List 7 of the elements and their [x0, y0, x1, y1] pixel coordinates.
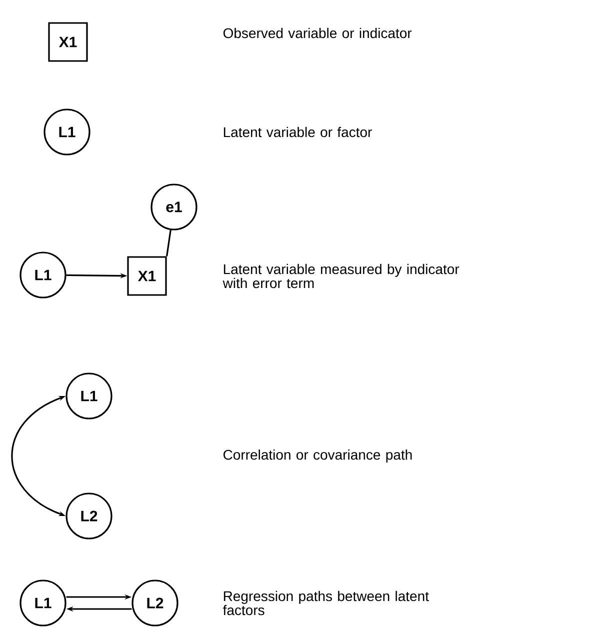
description-text: Correlation or covariance path	[224, 449, 412, 463]
observed-variable-box: X1	[48, 22, 88, 62]
description-text: Observed variable or indicator	[223, 28, 412, 38]
description-text: Regression paths between latent factors	[223, 590, 429, 616]
description-text: Latent variable measured by indicator with error term	[222, 264, 460, 288]
observed-variable-box: X1	[127, 256, 167, 296]
description-text: Latent variable or factor	[224, 126, 372, 138]
